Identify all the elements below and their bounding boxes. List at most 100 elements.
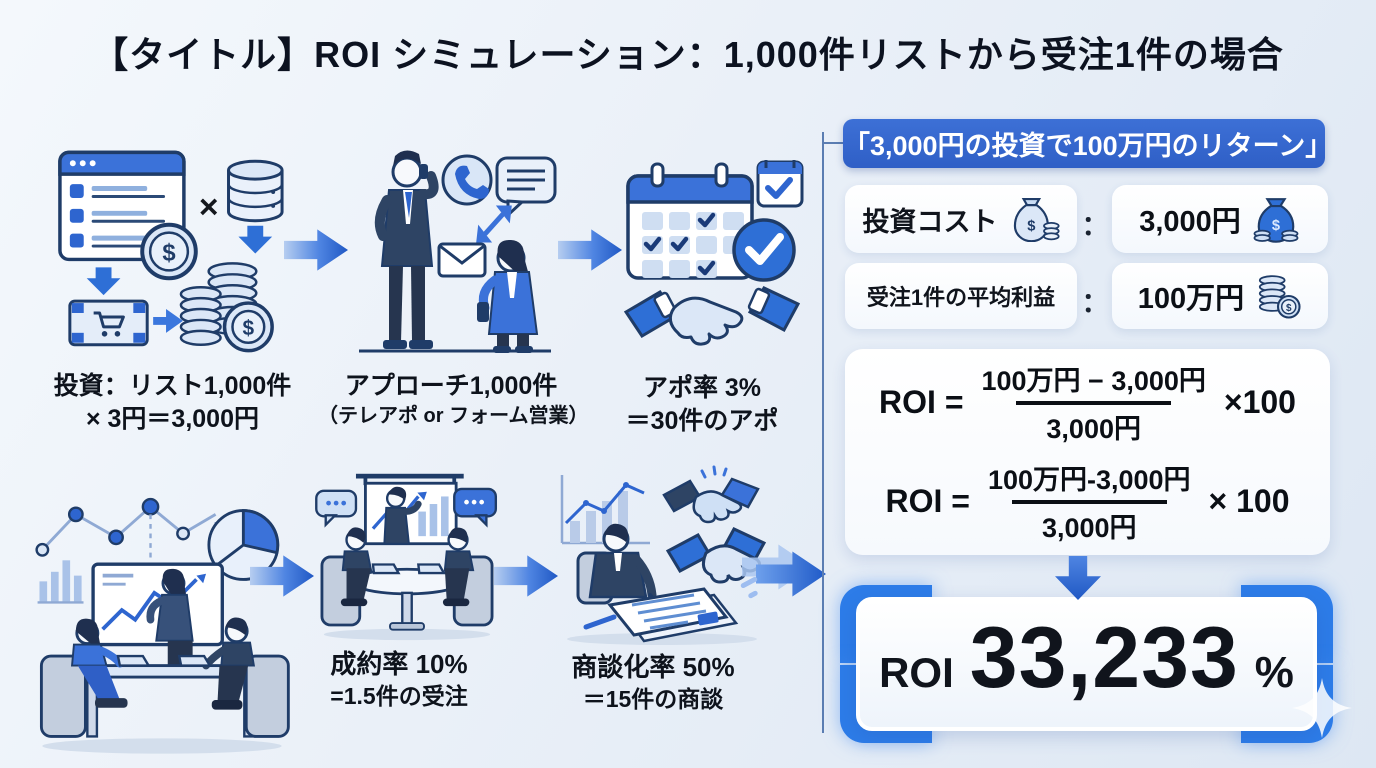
businesswoman-figure [477,239,539,353]
sparkle-icon [1292,678,1352,738]
roi-formula-2: ROI = 100万円-3,000円 3,000円 × 100 [853,458,1322,545]
dollar-sign: $ [1286,303,1292,314]
formula-denominator: 3,000円 [1016,401,1171,446]
divider-line [822,132,824,733]
presenter-figure [146,568,194,666]
caption-line: 成約率 10% [330,649,468,679]
bar-chart-icon [37,560,84,604]
caption-line: ＝15件の商談 [582,686,724,713]
speed-dash [739,576,759,589]
caption-line: アポ率 3% [642,374,762,402]
profit-label-box: 受注1件の平均利益 [845,263,1077,329]
telemarketing-icon [359,150,557,353]
formula-lhs: ROI = [879,384,964,420]
sync-arrow-icon [476,205,512,243]
caption-line: （テレアポ or フォーム営業） [318,405,589,427]
flow-arrow-icon [284,229,348,271]
formula-fraction: 100万円-3,000円 3,000円 [982,458,1197,545]
connector-line [822,142,844,144]
cost-label: 投資コスト [862,206,998,237]
dollar-sign: $ [1272,218,1280,234]
seated-man-figure [442,527,494,627]
formula-lhs: ROI = [885,483,970,519]
dollar-sign: $ [1027,218,1035,234]
document-lines [631,593,707,630]
team-meeting-icon [35,497,290,754]
coin-stack-icon: $ [179,262,274,353]
profit-value-box: 100万円 $ [1112,263,1328,329]
database-icon [227,159,284,223]
caption-line: ＝30件のアポ [625,407,779,435]
signing-man-figure [576,523,664,609]
caption-line: 商談化率 50% [571,652,735,682]
page-title: 【タイトル】ROI シミュレーション：1,000件リストから受注1件の場合 [92,34,1284,75]
formula-denominator: 3,000円 [1011,500,1167,545]
roi-result-value: 33,233 [969,610,1239,706]
cost-colon: ： [1081,211,1109,241]
invest-illustration: $ × [52,140,290,364]
flow-double-arrow-icon [739,540,832,602]
caption-line: =1.5件の受注 [330,683,468,710]
profit-value: 100万円 [1137,283,1245,315]
chat-bubble-icon [495,156,557,219]
bubble-left-icon [315,489,358,528]
list-cost-icon: $ × [58,150,284,353]
multiply-sign: × [199,188,219,226]
check-circle-icon [732,218,796,282]
roi-formula-card: ROI = 100万円 − 3,000円 3,000円 ×100 ROI = 1… [845,349,1330,555]
roi-result-label: ROI [879,649,954,696]
headline-text: 「3,000円の投資で100万円のリターン」 [843,131,1333,161]
appointment-caption: アポ率 3% ＝30件のアポ [598,372,806,438]
businessman-figure [374,150,439,349]
roi-result-unit: % [1254,648,1294,697]
mini-calendar-icon [756,160,804,208]
chart-board-icon [364,481,458,546]
handshake-icon [623,286,801,346]
envelope-icon [437,242,487,278]
negotiation-illustration [552,465,767,645]
bubble-right-icon [453,487,498,528]
handshake-icon [662,465,760,524]
approach-caption: アプローチ1,000件 （テレアポ or フォーム営業） [318,370,589,429]
negotiation-caption: 商談化率 50% ＝15件の商談 [538,650,768,715]
coins-icon: $ [1259,275,1301,319]
contract-signing-icon [560,465,767,645]
formula-multiplier: ×100 [1223,384,1296,420]
cost-value-box: 3,000円 $ [1112,185,1328,253]
money-bag-icon: $ [1013,197,1060,242]
formula-fraction: 100万円 − 3,000円 3,000円 [976,359,1212,446]
meeting-illustration [28,462,296,762]
presentation-icon [315,473,498,641]
close-caption: 成約率 10% =1.5件の受注 [294,647,504,712]
blue-money-bag-icon: $ [1253,198,1299,243]
formula-numerator: 100万円-3,000円 [987,465,1191,495]
seated-woman-figure [39,618,151,738]
cost-label-box: 投資コスト $ [845,185,1077,253]
profit-label: 受注1件の平均利益 [866,285,1056,310]
caption-line: 投資：リスト1,000件 [53,372,292,400]
panel-headline: 「3,000円の投資で100万円のリターン」 [843,119,1333,168]
close-illustration [312,470,502,642]
dollar-sign: $ [162,239,175,266]
profit-colon: ： [1081,288,1109,318]
seated-man-figure [320,527,373,627]
presenter-figure [383,486,422,545]
roi-result-box: ROI 33,233 % [856,597,1317,731]
dollar-sign: $ [243,317,255,340]
pie-chart-icon [207,509,280,581]
flow-arrow-icon [494,555,558,597]
speed-dash [747,589,759,600]
caption-line: アプローチ1,000件 [344,372,558,400]
invest-caption: 投資：リスト1,000件 × 3円＝3,000円 [30,370,315,436]
roi-formula-1: ROI = 100万円 − 3,000円 3,000円 ×100 [853,359,1322,446]
appointment-illustration [616,140,808,364]
roi-result-badge: ROI 33,233 % [840,585,1333,743]
cost-value: 3,000円 [1139,206,1241,238]
flow-arrow-icon [558,229,622,271]
calendar-check-icon [623,160,804,346]
seated-man-figure [177,617,290,738]
formula-multiplier: × 100 [1208,483,1290,519]
formula-numerator: 100万円 − 3,000円 [981,366,1206,396]
approach-illustration [345,138,565,368]
